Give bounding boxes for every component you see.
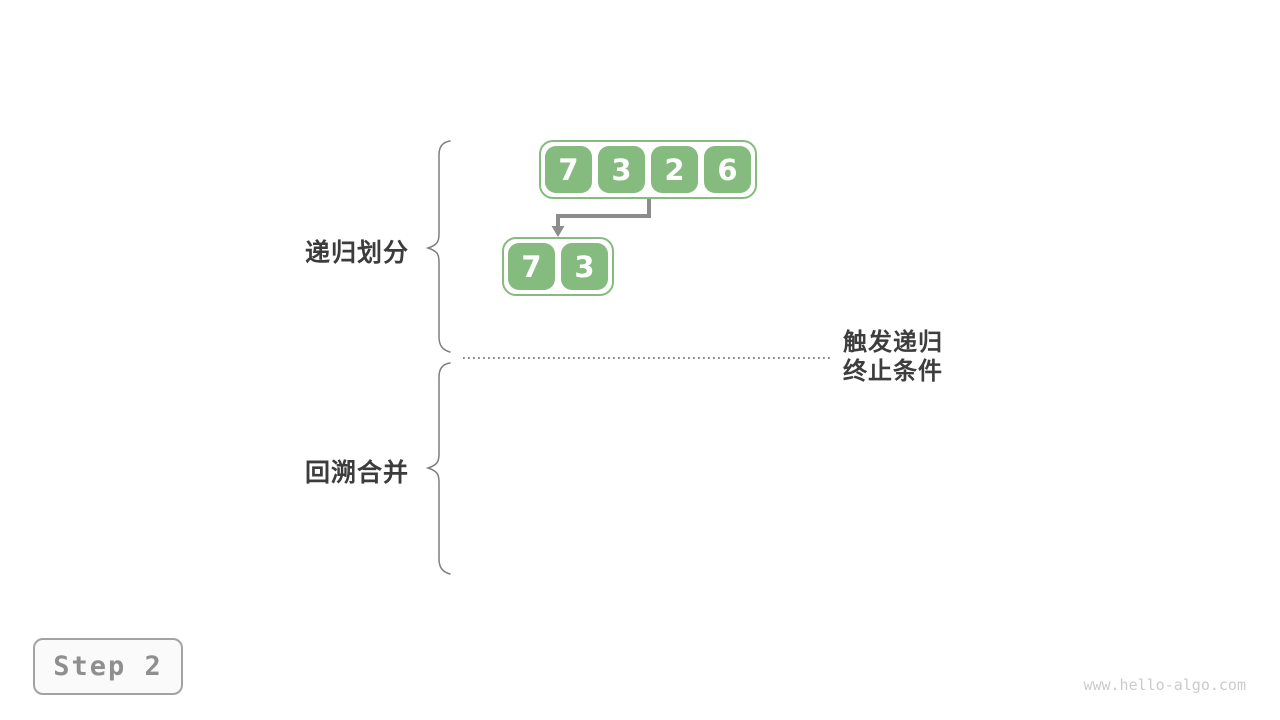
array-sub: 7 3 <box>502 237 614 296</box>
watermark: www.hello-algo.com <box>1083 676 1246 694</box>
termination-condition-line1: 触发递归 <box>843 329 943 356</box>
step-badge: Step 2 <box>33 638 183 695</box>
step-badge-label: Step 2 <box>53 651 163 682</box>
termination-condition-line2: 终止条件 <box>843 358 943 385</box>
array-cell: 3 <box>561 243 608 290</box>
split-arrowhead-icon <box>551 226 565 237</box>
array-cell: 7 <box>545 146 592 193</box>
phase-label-merge: 回溯合并 <box>304 459 409 487</box>
array-cell: 7 <box>508 243 555 290</box>
phase-label-divide: 递归划分 <box>304 239 409 267</box>
array-top: 7 3 2 6 <box>539 140 757 199</box>
array-cell: 3 <box>598 146 645 193</box>
split-arrow-icon <box>556 198 651 228</box>
termination-condition-label: 触发递归 终止条件 <box>843 328 943 386</box>
array-cell: 2 <box>651 146 698 193</box>
array-cell: 6 <box>704 146 751 193</box>
